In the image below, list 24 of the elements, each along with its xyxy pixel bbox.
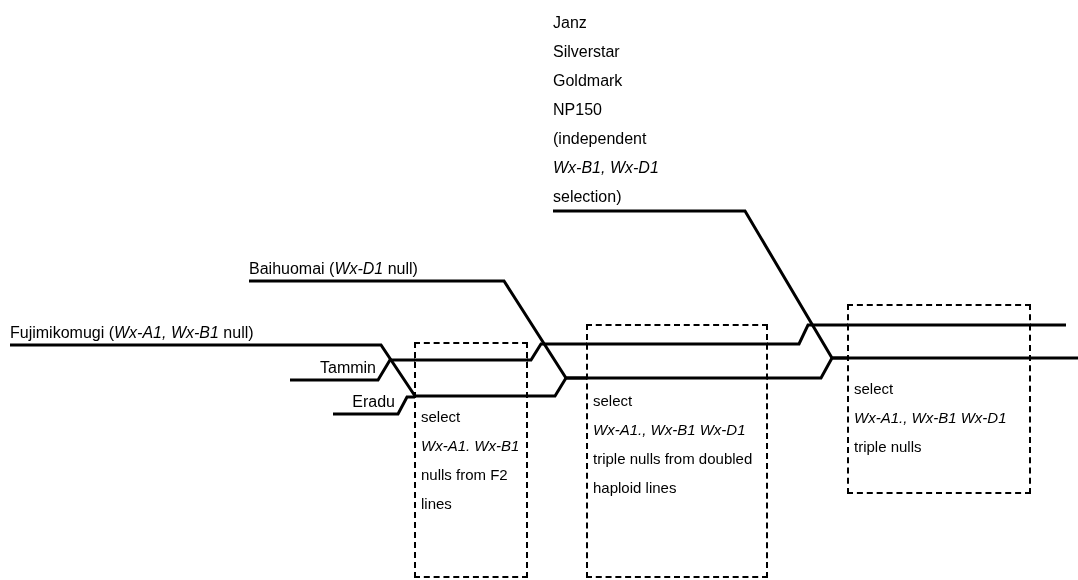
variety-label: Baihuomai (Wx-D1 null): [249, 259, 419, 279]
selection-note: select Wx-A1. Wx-B1 nulls from F2 lines: [421, 407, 521, 514]
variety-label: Silverstar: [553, 42, 621, 62]
variety-label: Fujimikomugi (Wx-A1, Wx-B1 null): [10, 323, 255, 343]
variety-label: Goldmark: [553, 71, 624, 91]
pedigree-line: [290, 358, 415, 382]
selection-box: [586, 324, 768, 578]
pedigree-line: [553, 209, 848, 360]
variety-label: Eradu: [351, 392, 395, 412]
selection-box: [414, 342, 528, 578]
pedigree-line: [527, 342, 587, 362]
variety-label: Janz: [553, 13, 588, 33]
selection-note: select Wx-A1., Wx-B1 Wx-D1 triple nulls from doubled haploid lines: [593, 391, 754, 498]
pedigree-line: [333, 395, 415, 416]
selection-box: [847, 304, 1031, 494]
pedigree-line: [1030, 356, 1078, 360]
selection-note: select Wx-A1., Wx-B1 Wx-D1 triple nulls: [854, 379, 1008, 457]
variety-label: (independent Wx-B1, Wx-D1 selection): [553, 129, 660, 207]
pedigree-line: [1030, 323, 1066, 327]
variety-label: Tammin: [319, 358, 376, 378]
variety-label: NP150: [553, 100, 603, 120]
pedigree-line: [767, 323, 848, 346]
pedigree-line: [10, 343, 417, 397]
pedigree-line: [249, 279, 587, 380]
